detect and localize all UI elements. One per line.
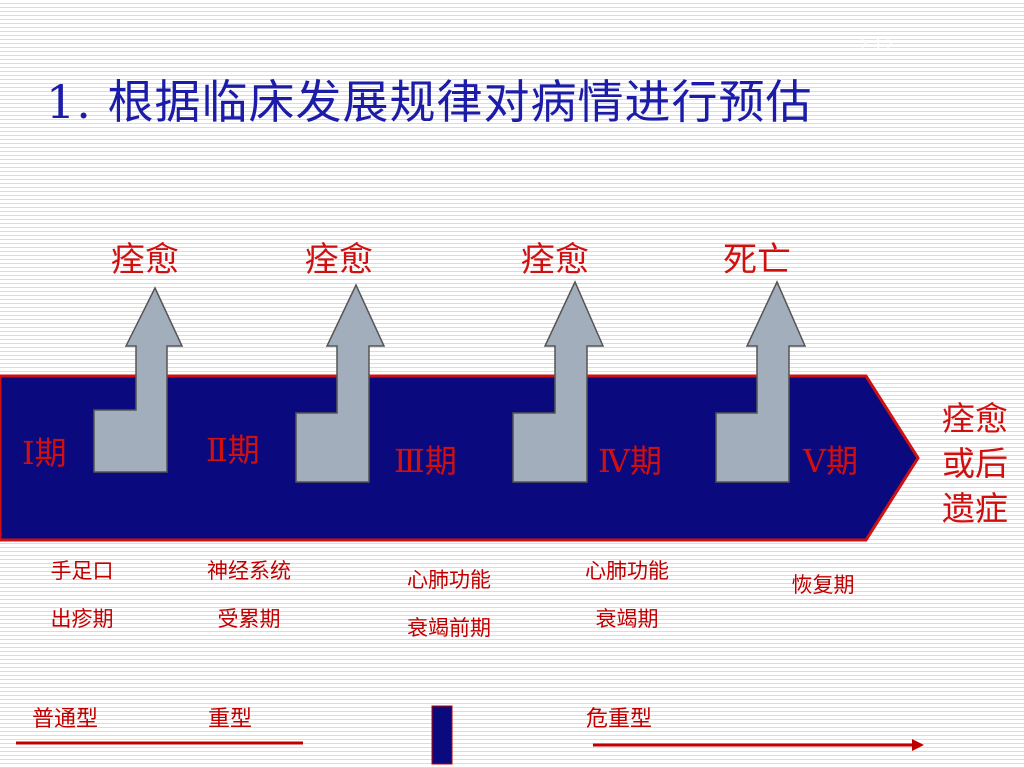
stage-description-1: 手足口 出疹期 [30, 547, 134, 643]
severity-severe-label: 重型 [208, 707, 253, 732]
severity-critical-label: 危重型 [586, 707, 653, 732]
stage-description-4-line1: 心肺功能 [585, 559, 669, 583]
stage-label-3: Ⅲ期 [394, 442, 457, 480]
stage-description-3-line1: 心肺功能 [407, 568, 491, 592]
final-outcome-line1: 痊愈 [942, 399, 1008, 438]
stage-description-3-line2: 衰竭前期 [407, 616, 491, 640]
outcome-arrow-4 [715, 280, 807, 483]
outcome-label-2: 痊愈 [305, 240, 373, 280]
stage-description-4: 心肺功能 衰竭期 [562, 547, 692, 643]
severity-normal-label: 普通型 [32, 707, 99, 732]
stage-description-2-line2: 受累期 [217, 607, 281, 631]
stage-description-3: 心肺功能 衰竭前期 [384, 556, 514, 652]
outcome-label-4: 死亡 [723, 240, 791, 280]
outcome-arrow-2 [295, 283, 386, 483]
severity-divider-bar [431, 705, 453, 765]
final-outcome-line3: 遗症 [942, 489, 1008, 528]
corner-label: 2.12 [858, 36, 894, 55]
outcome-arrow-1 [93, 286, 184, 473]
stage-description-1-line2: 出疹期 [50, 607, 114, 631]
stage-description-1-line1: 手足口 [50, 559, 114, 583]
stage-label-1: Ⅰ期 [22, 434, 67, 472]
slide-title: 1. 根据临床发展规律对病情进行预估 [46, 75, 813, 129]
stage-label-4: Ⅳ期 [598, 442, 662, 480]
final-outcome: 痊愈 或后 遗症 [930, 396, 1020, 531]
outcome-arrow-3 [512, 280, 605, 483]
final-outcome-line2: 或后 [942, 444, 1008, 483]
stage-description-5: 恢复期 [770, 561, 876, 609]
stage-label-2: Ⅱ期 [206, 431, 260, 469]
stage-description-2: 神经系统 受累期 [184, 547, 314, 643]
stage-description-5-line1: 恢复期 [791, 573, 855, 597]
stage-description-4-line2: 衰竭期 [595, 607, 659, 631]
severity-arrow-head [912, 739, 924, 751]
outcome-label-1: 痊愈 [111, 240, 179, 280]
stage-label-5: Ⅴ期 [803, 442, 859, 480]
stage-band [0, 374, 920, 542]
outcome-label-3: 痊愈 [521, 240, 589, 280]
stage-description-2-line1: 神经系统 [207, 559, 291, 583]
